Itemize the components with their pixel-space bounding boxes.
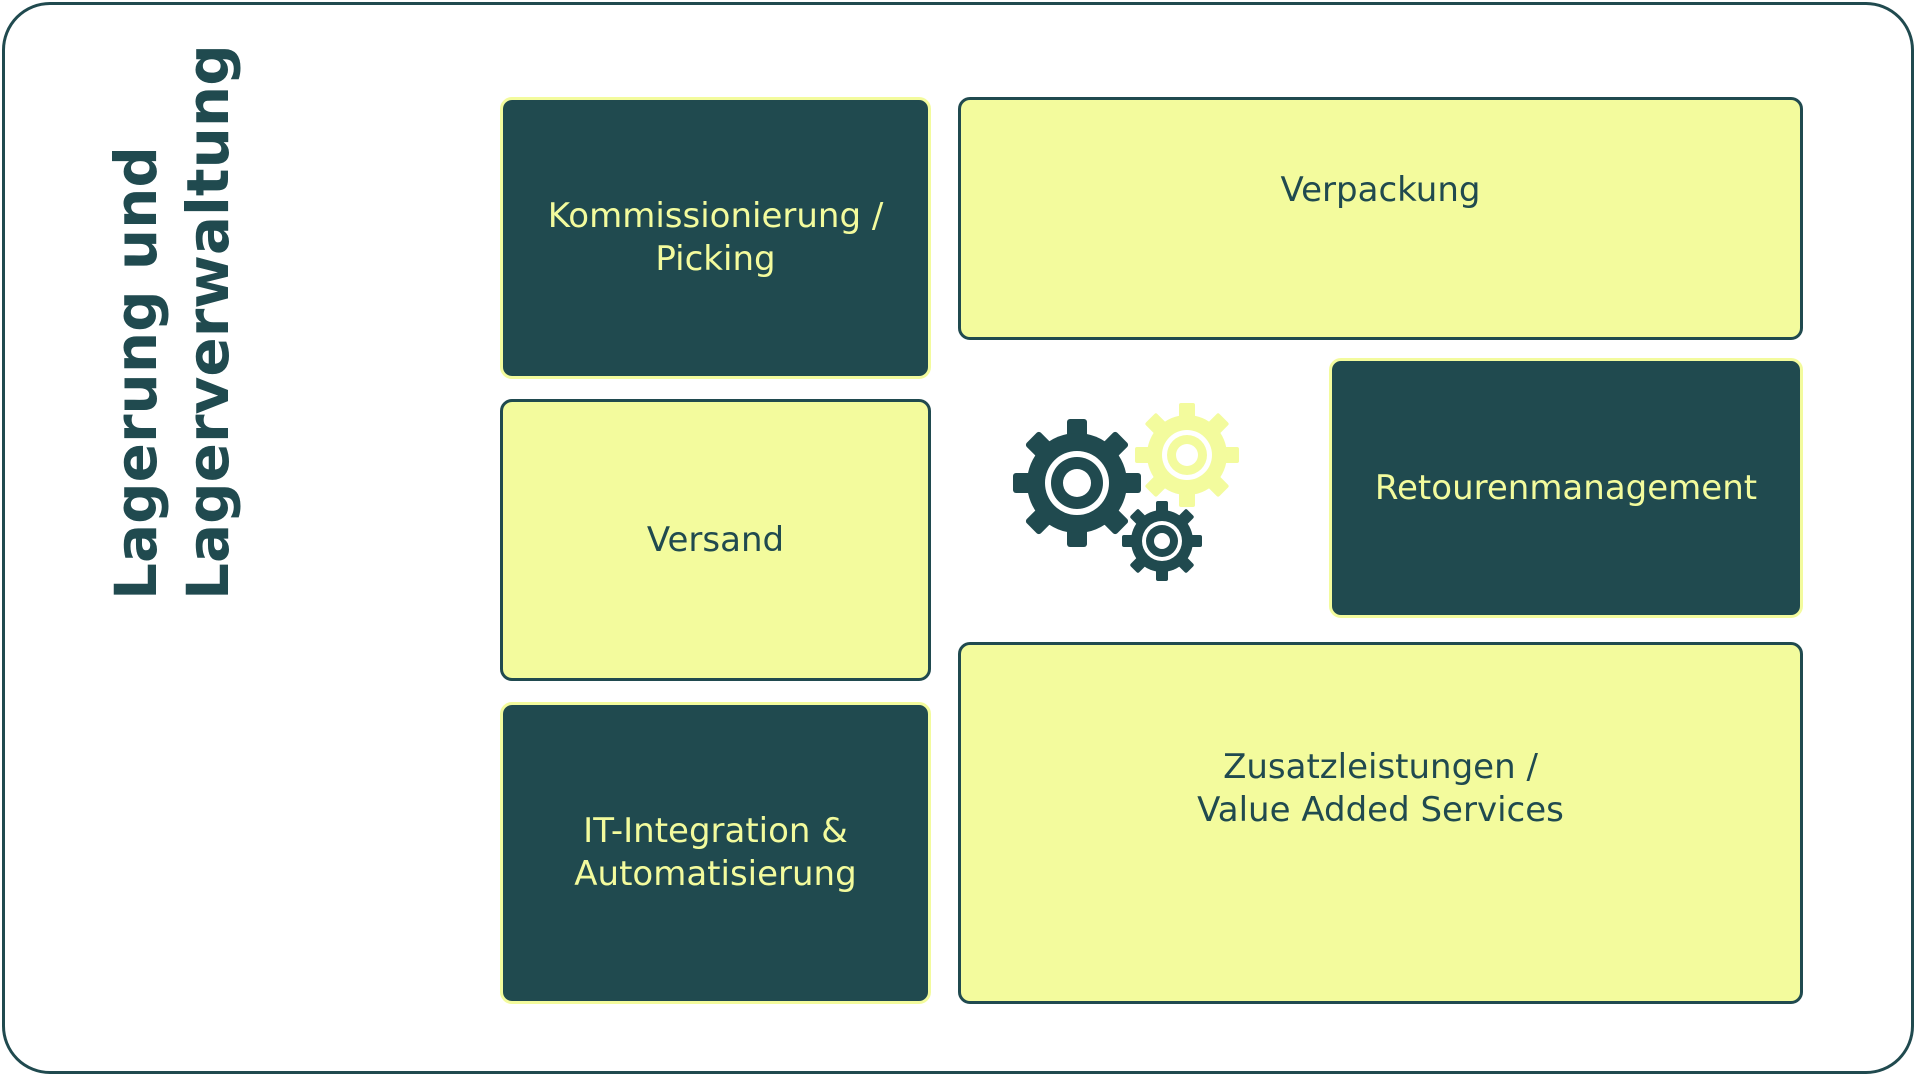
title-line-2: Lagerverwaltung: [174, 44, 242, 600]
box-it-integration: IT-Integration & Automatisierung: [500, 702, 931, 1004]
box-retouren: Retourenmanagement: [1329, 358, 1803, 618]
box-verpackung: Verpackung: [958, 97, 1803, 340]
gear-large-icon: [1013, 419, 1141, 547]
box-versand-label: Versand: [646, 519, 785, 560]
gear-light-icon: [1135, 403, 1239, 507]
box-picking-label: Kommissionierung / Picking: [547, 196, 884, 279]
gear-small-icon: [1122, 501, 1202, 581]
box-value-added-services: Zusatzleistungen / Value Added Services: [958, 642, 1803, 1004]
title-line-1: Lagerung und: [102, 146, 170, 600]
box-it-integration-label: IT-Integration & Automatisierung: [574, 811, 857, 894]
box-value-added-services-label: Zusatzleistungen / Value Added Services: [1197, 747, 1564, 830]
box-picking: Kommissionierung / Picking: [500, 97, 931, 379]
box-versand: Versand: [500, 399, 931, 681]
title-wrap: Lagerung und Lagerverwaltung: [100, 44, 250, 600]
box-retouren-label: Retourenmanagement: [1374, 467, 1758, 508]
box-verpackung-label: Verpackung: [1280, 170, 1481, 210]
diagram-title: Lagerung und Lagerverwaltung: [100, 44, 250, 600]
gears-icon: [1010, 395, 1260, 595]
